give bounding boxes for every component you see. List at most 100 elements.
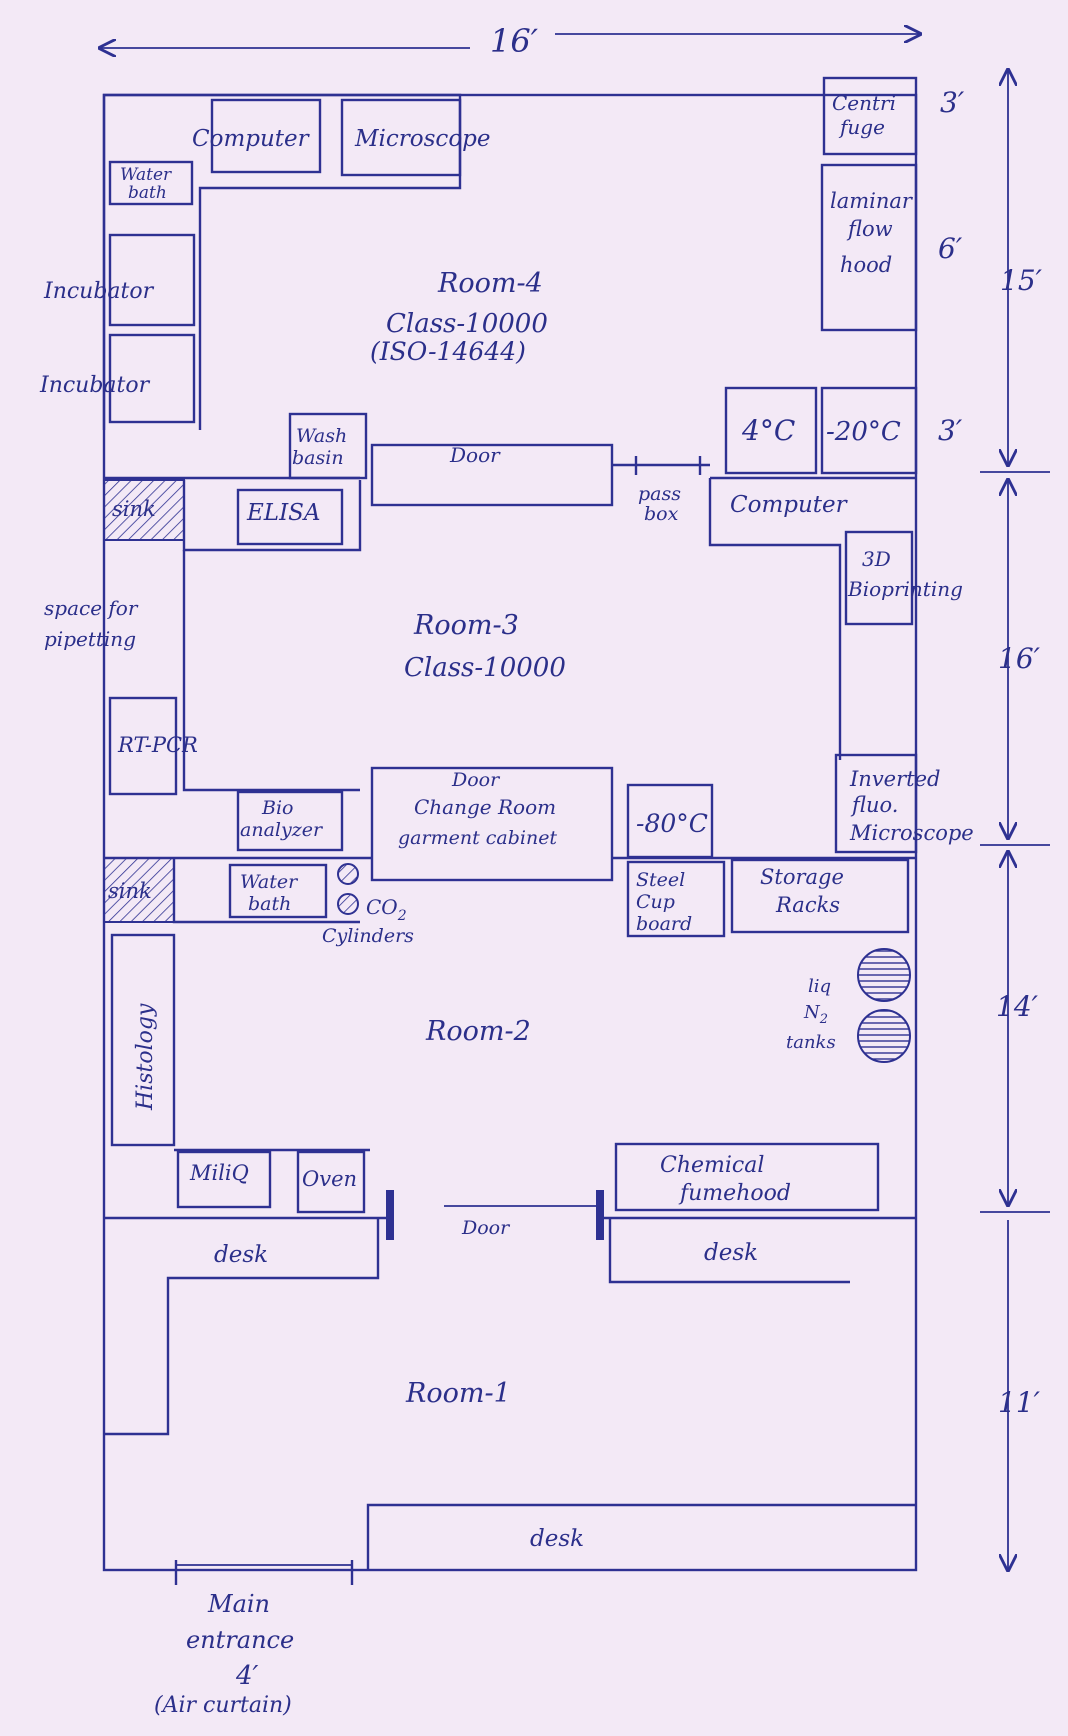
elisa-box [236, 488, 344, 546]
freezer-20c-label: -20°C [826, 417, 901, 447]
histology-label: Histology [133, 1003, 158, 1111]
ln2-tank-1 [857, 948, 911, 1002]
storage-l1: Storage [760, 865, 844, 889]
room2-name: Room-2 [425, 1016, 531, 1047]
sink-room2 [103, 857, 175, 923]
oven-box [296, 1150, 366, 1214]
incubator-1-label: Incubator [43, 279, 155, 304]
freezer-80c-label: -80°C [636, 809, 708, 838]
dim-room4: 15′ [1000, 264, 1043, 297]
water-bath-2-l2: bath [248, 893, 291, 915]
wall-room4-room3: Wash basin Door pass box [104, 412, 916, 525]
fridge-4c-box [724, 386, 818, 475]
sink-room3 [103, 479, 185, 541]
inverted-l3: Microscope [849, 821, 974, 845]
storage-racks-box [730, 858, 910, 934]
pass-box-l2: box [644, 503, 679, 525]
door-room2-label: Door [461, 1217, 511, 1239]
centrifuge-l2: fuge [838, 115, 885, 139]
room3-name: Room-3 [413, 610, 519, 641]
door-jamb-right [596, 1190, 604, 1240]
elisa-label: ELISA [246, 500, 321, 526]
co2-sub: 2 [397, 908, 407, 924]
inverted-l2: fluo. [850, 793, 898, 817]
pipetting-l1: space for [44, 596, 139, 620]
sink-room3-label: sink [112, 497, 156, 521]
bioprinting-l1: 3D [862, 547, 891, 571]
room-1: desk desk Room-1 desk [104, 1218, 916, 1570]
oven-label: Oven [302, 1167, 357, 1191]
desk-bottom [366, 1503, 916, 1570]
fumehood-box [614, 1142, 880, 1212]
storage-l2: Racks [775, 893, 840, 917]
dim-centrifuge: 3′ [940, 86, 965, 119]
width-dimension: 16′ [100, 22, 920, 60]
wash-basin-l1: Wash [296, 425, 347, 447]
bioanalyzer-box [236, 790, 344, 852]
dim-room1: 11′ [998, 1386, 1041, 1419]
cylinders-label: Cylinders [322, 925, 414, 947]
entrance-l4: (Air curtain) [154, 1693, 292, 1718]
laminar-hood-box [820, 163, 918, 332]
change-room-l2: Change Room [414, 795, 556, 819]
desk-left [104, 1218, 380, 1436]
water-bath-2-l1: Water [240, 871, 299, 893]
room3-class: Class-10000 [404, 653, 566, 683]
inverted-l1: Inverted [849, 767, 940, 791]
wash-basin-l2: basin [292, 447, 344, 469]
water-bath-box-4 [108, 160, 194, 206]
microscope-box [340, 98, 462, 177]
room4-computer-label: Computer [192, 126, 311, 152]
co2-main: CO [366, 895, 398, 919]
room3-computer-label: Computer [730, 492, 849, 518]
centrifuge-box [822, 76, 918, 156]
bioprinting-l2: Bioprinting [847, 577, 963, 601]
dim-room2: 14′ [996, 990, 1039, 1023]
fumehood-l2: fumehood [678, 1181, 791, 1206]
computer-box [210, 98, 322, 174]
pipetting-l2: pipetting [44, 627, 136, 651]
water-bath-4-l2: bath [128, 183, 167, 203]
main-entrance[interactable]: Main entrance 4′ (Air curtain) [154, 1560, 354, 1718]
histology-box [110, 933, 176, 1147]
co2-cylinder-2 [337, 893, 359, 915]
centrifuge-l1: Centri [832, 91, 896, 115]
desk-right [608, 1218, 850, 1284]
co2-cylinder-1 [337, 863, 359, 885]
incubator-2-label: Incubator [39, 373, 151, 398]
room4-class: Class-10000 [386, 309, 548, 339]
miliq-box [176, 1150, 272, 1209]
vertical-dimensions: 3′ 6′ 3′ 15′ 16′ 14′ 11′ [938, 70, 1050, 1570]
change-room-box[interactable] [370, 766, 614, 882]
dim-room3: 16′ [998, 642, 1041, 675]
wall-room2-room1: Door [104, 1190, 916, 1240]
room4-name: Room-4 [437, 268, 543, 299]
rtpcr-box [108, 696, 178, 796]
microscope-label: Microscope [354, 126, 491, 152]
laminar-l1: laminar [830, 189, 914, 213]
desk-left-label: desk [214, 1242, 268, 1268]
liq-sub: 2 [819, 1012, 828, 1027]
laminar-l3: hood [840, 253, 892, 277]
co2-label: CO2 [366, 895, 407, 924]
laminar-l2: flow [846, 217, 893, 241]
sink-room2-label: sink [108, 879, 152, 903]
room-2: sink Water bath CO2 Cylinders Steel Cup … [103, 857, 911, 1214]
miliq-label: MiliQ [189, 1161, 249, 1185]
incubator-box-2 [108, 333, 196, 424]
room-4: Computer Microscope Water bath Incubator… [39, 76, 918, 475]
bioanalyzer-l2: analyzer [240, 819, 324, 841]
door-room4-label: Door [449, 443, 501, 467]
entrance-l2: entrance [186, 1626, 294, 1654]
width-label: 16′ [490, 22, 539, 60]
fridge-4c-label: 4°C [741, 414, 795, 447]
steel-l3: board [636, 913, 692, 935]
steel-l2: Cup [636, 891, 675, 913]
desk-right-label: desk [704, 1240, 758, 1266]
liq-l1: liq [808, 976, 831, 997]
fumehood-l1: Chemical [660, 1153, 764, 1178]
incubator-box-1 [108, 233, 196, 327]
room1-name: Room-1 [405, 1378, 511, 1409]
door-room4[interactable] [370, 443, 614, 507]
